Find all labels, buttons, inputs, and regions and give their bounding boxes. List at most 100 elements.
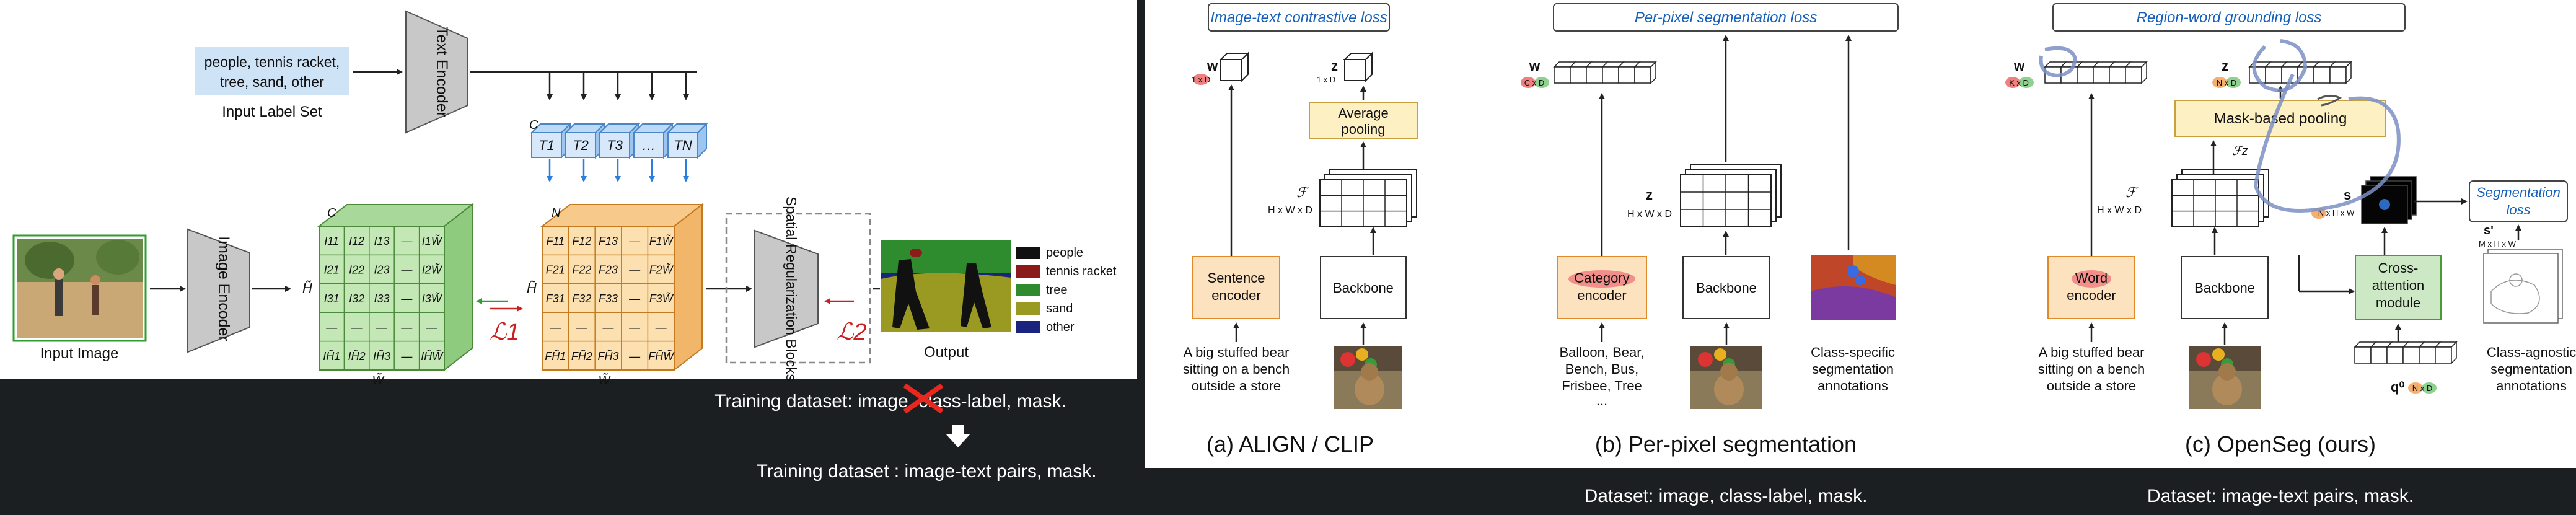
grid-cell-label: I33 bbox=[374, 293, 389, 305]
panel-b-w-dim-badge-d bbox=[1534, 77, 1549, 88]
panel-a-f-label: ℱ bbox=[1296, 185, 1309, 200]
panel-c-backbone bbox=[2181, 256, 2269, 319]
grid-cell-label: FH̃W̃ bbox=[648, 350, 675, 363]
embedding-cube bbox=[2076, 61, 2099, 84]
panel-c: Region-word grounding loss w K x D z N x… bbox=[2005, 3, 2576, 457]
grid-cell-label: — bbox=[351, 321, 363, 333]
panel-b-classes-line-2: Bench, Bus, bbox=[1565, 361, 1639, 377]
text-encoder-block bbox=[405, 10, 468, 134]
panel-c-feature-map bbox=[2171, 169, 2269, 227]
panel-c-s-dim: N x H x W bbox=[2318, 208, 2355, 218]
panel-c-q-dim: N x D bbox=[2412, 384, 2433, 393]
panel-a-average-pooling-line-2: pooling bbox=[1342, 121, 1386, 137]
grid-cell-label: F21 bbox=[546, 264, 565, 276]
grid-cell-label: — bbox=[400, 293, 413, 305]
panel-b-caption: (b) Per-pixel segmentation bbox=[1595, 431, 1857, 457]
panel-c-sprime-label: s' bbox=[2484, 224, 2494, 237]
w-hat-label-1: W̃ bbox=[372, 372, 385, 387]
legend-item: other bbox=[1016, 320, 1075, 334]
panel-b-category-highlight bbox=[1568, 270, 1635, 288]
grid-cell-label: F31 bbox=[546, 293, 565, 305]
text-encoder-label: Text Encoder bbox=[433, 27, 451, 117]
grid-cell-label: F3W̃ bbox=[649, 292, 674, 305]
grid-cell-label: — bbox=[549, 321, 561, 333]
panel-b-loss-label: Per-pixel segmentation loss bbox=[1635, 9, 1817, 26]
grid-cell-label: I2W̃ bbox=[422, 263, 443, 276]
panel-c-fz-label: ℱz bbox=[2232, 144, 2248, 158]
text-token-cube: … bbox=[632, 122, 674, 159]
panel-b-backbone bbox=[1682, 256, 1770, 319]
panel-c-cross-line-1: Cross- bbox=[2378, 260, 2419, 276]
image-feature-volume: I11I21I31—IH̃1I12I22I32—IH̃2I13I23I33—IH… bbox=[317, 203, 474, 372]
loss2-label: ℒ2 bbox=[837, 319, 867, 345]
training-line-2: Training dataset : image-text pairs, mas… bbox=[756, 461, 1096, 482]
panel-a-z-dim: 1 x D bbox=[1317, 75, 1335, 84]
grid-cell-label: — bbox=[376, 321, 388, 333]
grid-cell-label: FH̃3 bbox=[597, 350, 618, 363]
grid-cell-label: F23 bbox=[599, 264, 618, 276]
grid-cell-label: I13 bbox=[374, 235, 389, 247]
panel-b-z-label: z bbox=[1646, 187, 1653, 203]
panel-a-backbone bbox=[1320, 256, 1407, 319]
label-set-line-2: tree, sand, other bbox=[220, 74, 324, 90]
strike-mark-2 bbox=[903, 383, 944, 414]
panel-c-encoder-line-1: Word bbox=[2075, 270, 2108, 286]
panel-c-dataset-line: Dataset: image-text pairs, mask. bbox=[2147, 486, 2414, 506]
grid-cell-label: FH̃1 bbox=[545, 350, 566, 363]
panel-a-loss-box bbox=[1208, 3, 1390, 32]
text-token-label: T1 bbox=[538, 138, 555, 153]
grid-cell-label: — bbox=[400, 350, 413, 363]
grid-cell-label: — bbox=[628, 264, 641, 276]
panel-c-agnostic-line-2: segmentation bbox=[2490, 361, 2572, 377]
dim-c-label-top: C bbox=[529, 118, 538, 132]
legend-swatch bbox=[1016, 265, 1040, 278]
panel-b-w-label: w bbox=[1529, 58, 1541, 74]
grid-cell-label: I22 bbox=[349, 264, 364, 276]
panel-c-sprime-dim: M x H x W bbox=[2479, 239, 2517, 249]
grid-cell-label: — bbox=[325, 321, 338, 333]
panel-c-query-row bbox=[2354, 341, 2458, 364]
panel-a-f-dim: H x W x D bbox=[1268, 205, 1312, 216]
feature-layer bbox=[2171, 179, 2259, 227]
embedding-cube bbox=[2386, 341, 2409, 364]
panel-c-cross-line-3: module bbox=[2376, 295, 2420, 310]
panel-c-w-label: w bbox=[2013, 58, 2025, 74]
grid-cell-label: — bbox=[400, 264, 413, 276]
grid-cell-label: I1W̃ bbox=[422, 234, 443, 247]
panel-a-input-photo bbox=[1334, 346, 1402, 409]
panel-b-annotations-line-2: segmentation bbox=[1812, 361, 1894, 377]
image-encoder-label: Image Encoder bbox=[215, 236, 232, 341]
panel-c-s-masks bbox=[2361, 176, 2417, 224]
embedding-cube bbox=[2092, 61, 2116, 84]
legend-item: tree bbox=[1016, 283, 1067, 297]
embedding-cube bbox=[2124, 61, 2148, 84]
legend-label: sand bbox=[1046, 302, 1073, 315]
panel-b-class-annotation bbox=[1811, 255, 1896, 320]
panel-c-cross-line-2: attention bbox=[2372, 278, 2424, 293]
legend-label: tennis racket bbox=[1046, 265, 1117, 278]
grid-cell-label: I21 bbox=[324, 264, 340, 276]
panel-c-sentence-line-1: A big stuffed bear bbox=[2039, 345, 2145, 360]
grid-cell-label: F12 bbox=[572, 235, 591, 247]
embedding-cube-side bbox=[2141, 61, 2147, 84]
embedding-cube bbox=[2108, 61, 2132, 84]
grid-cell-label: I32 bbox=[349, 293, 364, 305]
panel-a-w-label: w bbox=[1207, 58, 1218, 74]
embedding-cube bbox=[2354, 341, 2377, 364]
panel-b-annotations-line-1: Class-specific bbox=[1811, 345, 1895, 360]
text-token-cube: TN bbox=[666, 122, 708, 159]
panel-b-backbone-label: Backbone bbox=[1696, 280, 1757, 296]
panel-b: Per-pixel segmentation loss w C x D z H … bbox=[1521, 3, 1899, 457]
feature-layer bbox=[1319, 179, 1407, 227]
grid-cell-label: IH̃2 bbox=[348, 350, 366, 363]
panel-b-classes-line-3: Frisbee, Tree bbox=[1562, 378, 1642, 394]
grid-cell-label: I11 bbox=[324, 235, 339, 247]
panel-c-seg-loss-line-2: loss bbox=[2506, 202, 2530, 218]
input-image-caption: Input Image bbox=[40, 345, 119, 362]
panel-c-caption: (c) OpenSeg (ours) bbox=[2185, 431, 2376, 457]
legend-label: tree bbox=[1046, 283, 1067, 297]
panel-a-backbone-label: Backbone bbox=[1333, 280, 1394, 296]
grid-cell-label: F22 bbox=[572, 264, 591, 276]
panel-a-loss-label: Image-text contrastive loss bbox=[1210, 9, 1387, 26]
